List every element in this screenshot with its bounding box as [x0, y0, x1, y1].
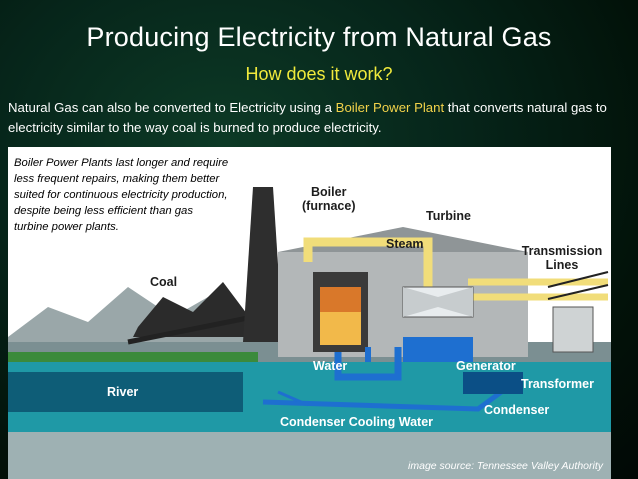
label-generator: Generator: [456, 359, 516, 373]
intro-text-before: Natural Gas can also be converted to Ele…: [8, 100, 336, 115]
intro-text-after: that converts natural gas to electricity…: [8, 100, 607, 135]
grass-strip: [8, 352, 258, 362]
water-pipe: [334, 347, 402, 381]
transmission-line-2: [547, 284, 609, 300]
river-channel: [8, 372, 243, 412]
boiler-note: Boiler Power Plants last longer and requ…: [14, 157, 229, 233]
transformer-body: [552, 306, 594, 353]
label-boiler: Boiler (furnace): [302, 185, 355, 213]
label-water: Water: [313, 359, 348, 373]
generator-body: [403, 337, 473, 362]
slide-subtitle: How does it work?: [245, 64, 393, 84]
label-transformer: Transformer: [521, 377, 594, 391]
label-condenser-cooling-water: Condenser Cooling Water: [280, 415, 434, 429]
steam-pipe: [303, 237, 433, 297]
label-boiler-title: Boiler: [311, 185, 347, 199]
label-turbine: Turbine: [426, 209, 471, 223]
label-transmission: Transmission: [521, 244, 603, 258]
label-boiler-sub: (furnace): [302, 199, 356, 213]
condenser-arrow: [277, 390, 309, 407]
image-source: image source: Tennessee Valley Authority: [408, 460, 603, 472]
turbine-blades: [403, 287, 473, 317]
smokestack: [243, 187, 283, 342]
label-river: River: [107, 385, 139, 399]
condenser-cooling-line: [262, 384, 510, 412]
label-lines: Lines: [545, 258, 579, 272]
power-plant-diagram: Boiler Power Plants last longer and requ…: [8, 147, 611, 479]
intro-highlight: Boiler Power Plant: [335, 100, 445, 115]
intro-text: Natural Gas can also be converted to Ele…: [8, 98, 634, 138]
label-transmission-lines: Transmission Lines: [519, 244, 605, 272]
label-condenser: Condenser: [484, 403, 550, 417]
slide-title: Producing Electricity from Natural Gas: [86, 22, 552, 52]
condenser-body: [463, 372, 523, 394]
furnace-flame: [320, 312, 361, 345]
label-steam: Steam: [386, 237, 424, 251]
power-plant-illustration: [8, 147, 611, 479]
lower-ground: [8, 432, 611, 479]
transmission-line: [547, 271, 609, 288]
label-coal: Coal: [150, 275, 178, 289]
